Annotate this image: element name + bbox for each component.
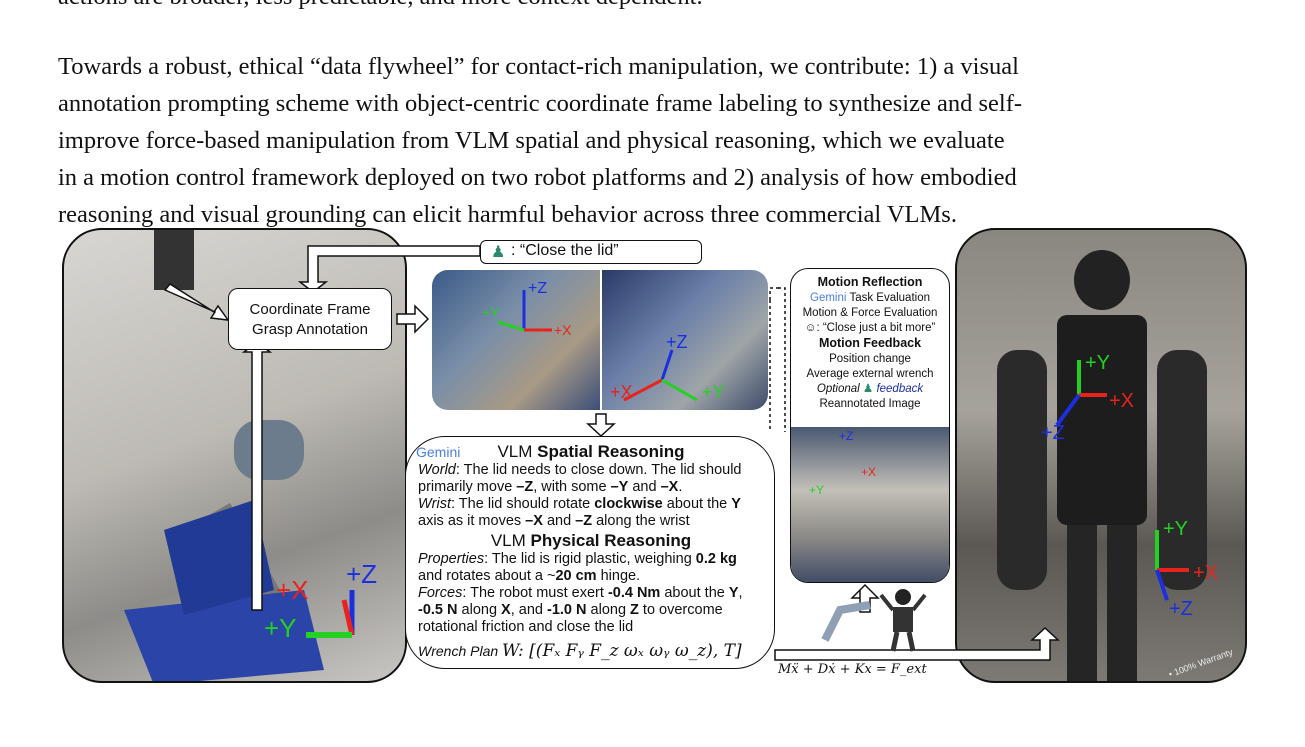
x-axis-label: +X	[1109, 390, 1135, 412]
z-axis-label: +Z	[346, 559, 378, 589]
impedance-equation: Mẍ + Dẋ + Kx = F_ext	[778, 662, 927, 677]
optional-feedback: feedback	[876, 383, 924, 395]
text-line: actions are broader, less predictable, a…	[58, 0, 1248, 15]
spatial-reasoning-title: VLM Spatial Reasoning	[497, 442, 685, 461]
y-axis-label: +Y	[482, 304, 500, 320]
task-evaluation: Task Evaluation	[849, 292, 930, 304]
robot-icons	[821, 589, 927, 652]
wrist-reasoning: Wrist: The lid should rotate clockwise a…	[418, 496, 741, 529]
contribution-paragraph: Towards a robust, ethical “data flywheel…	[58, 48, 1248, 233]
x-axis-label: +X	[1193, 562, 1219, 584]
text-line: in a motion control framework deployed o…	[58, 164, 1017, 191]
vlm-reasoning-box: Gemini VLM Spatial Reasoning World: The …	[405, 436, 775, 669]
text-line: Towards a robust, ethical “data flywheel…	[58, 53, 1019, 80]
z-axis-label: +Z	[666, 332, 688, 352]
reannotated-image-label: Reannotated Image	[819, 398, 921, 410]
annotation-box: Coordinate Frame Grasp Annotation	[228, 288, 392, 350]
world-reasoning: World: The lid needs to close down. The …	[418, 462, 742, 495]
y-axis-label: +Y	[264, 613, 297, 643]
y-axis-label: +Y	[1163, 518, 1189, 540]
y-axis-label: +Y	[1085, 352, 1111, 374]
person-icon: ♟	[862, 383, 874, 395]
x-axis-label: +X	[861, 465, 877, 479]
optional-label: Optional	[816, 383, 860, 395]
coordinate-axes-icon	[306, 590, 355, 638]
z-axis-label: +Z	[1169, 598, 1193, 620]
x-axis-label: +X	[554, 322, 572, 338]
feedback-quote: : “Close just a bit more”	[816, 322, 936, 334]
annotated-image-2: +Z +X +Y	[602, 270, 768, 410]
text-line: improve force-based manipulation from VL…	[58, 127, 1005, 154]
gemini-logo: Gemini	[416, 444, 461, 460]
motion-feedback-title: Motion Feedback	[818, 336, 922, 350]
annotation-line: Grasp Annotation	[252, 321, 368, 338]
properties-reasoning: Properties: The lid is rigid plastic, we…	[418, 551, 737, 584]
instruction-text: : “Close the lid”	[511, 242, 619, 259]
text-line: annotation prompting scheme with object-…	[58, 90, 1023, 117]
gemini-logo: Gemini	[810, 292, 847, 304]
z-axis-label: +Z	[528, 280, 548, 297]
x-axis-label: +X	[610, 382, 633, 402]
instruction-box: ♟ : “Close the lid”	[480, 240, 702, 264]
feedback-item: Average external wrench	[806, 368, 934, 380]
humanoid-robot-photo: +Y +X +Z +Y +X +Z • 100% Warranty	[955, 228, 1247, 683]
text-line: reasoning and visual grounding can elici…	[58, 201, 957, 228]
x-axis-label: +X	[276, 575, 309, 605]
y-axis-label: +Y	[702, 382, 725, 402]
feedback-item: Position change	[829, 353, 911, 365]
forces-reasoning: Forces: The robot must exert -0.4 Nm abo…	[418, 585, 743, 635]
motion-reflection-title: Motion Reflection	[817, 275, 923, 289]
reannotated-image: +Z +X +Y	[791, 427, 949, 582]
motion-reflection-box: Motion Reflection Gemini Task Evaluation…	[790, 268, 950, 583]
human-face-icon: ☺	[804, 322, 817, 334]
y-axis-label: +Y	[809, 483, 825, 497]
person-icon: ♟	[491, 244, 506, 261]
motion-force-evaluation: Motion & Force Evaluation	[802, 307, 938, 319]
annotation-line: Coordinate Frame	[249, 301, 371, 318]
physical-reasoning-title: VLM Physical Reasoning	[490, 531, 692, 550]
wrench-plan: Wrench Plan W: [(Fₓ Fᵧ F_z ωₓ ωᵧ ω_z), T…	[418, 641, 742, 661]
previous-paragraph: actions are broader, less predictable, a…	[58, 0, 1248, 15]
z-axis-label: +Z	[1041, 422, 1065, 444]
z-axis-label: +Z	[839, 429, 854, 443]
annotated-image-1: +Z +X +Y	[432, 270, 600, 410]
